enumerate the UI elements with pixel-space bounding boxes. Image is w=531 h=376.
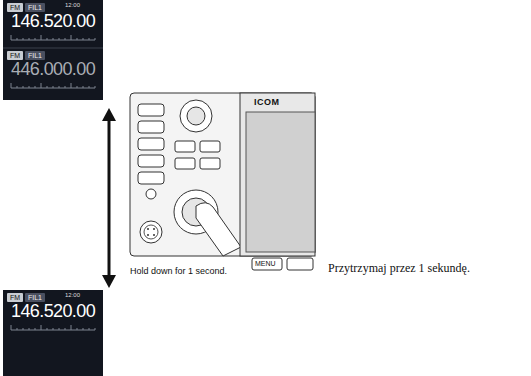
frequency: 146.520.00 [11,302,95,320]
clock: 12:00 [65,2,80,8]
clock: 12:00 [65,292,80,298]
radio-screen: FMFIL112:00146.520.00FMFIL1446.000.00 [3,0,103,100]
filter-badge: FIL1 [25,3,45,12]
brand-logo: ICOM [254,98,280,108]
display-screen [246,112,315,252]
caption: Hold down for 1 second. [130,267,227,277]
finger [196,203,241,256]
display-bezel [240,93,315,256]
translation: Przytrzymaj przez 1 sekundę. [328,262,470,275]
button-label: MENU [255,260,276,268]
radio-screen: FMFIL1 12:00 146.520.00 [3,290,103,376]
mic-connector [140,221,162,243]
mode-badge: FM [7,293,23,302]
front-panel [130,93,315,256]
main-dial [180,100,212,132]
function-button [287,258,313,270]
frequency: 446.000.00 [11,60,95,78]
mode-badge: FM [7,3,23,12]
mode-badge: FM [7,51,23,60]
double-arrow [102,108,116,288]
filter-badge: FIL1 [25,51,45,60]
frequency: 146.520.00 [11,12,95,30]
menu-button [252,258,282,270]
filter-badge: FIL1 [25,293,45,302]
